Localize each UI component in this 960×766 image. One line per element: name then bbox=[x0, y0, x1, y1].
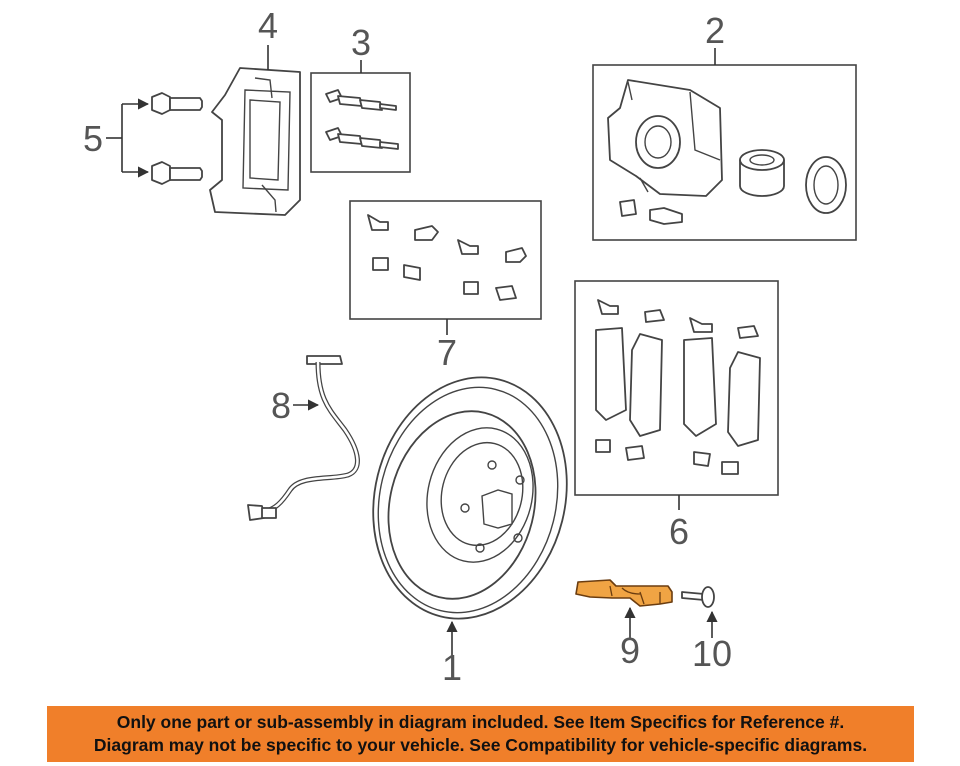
callout-1: 1 bbox=[442, 647, 462, 688]
disclaimer-line-2: Diagram may not be specific to your vehi… bbox=[93, 735, 868, 755]
brake-pads-box[interactable] bbox=[574, 280, 779, 496]
callout-3: 3 bbox=[351, 22, 371, 63]
callout-7: 7 bbox=[437, 332, 457, 373]
brake-rotor-part[interactable] bbox=[348, 357, 591, 640]
callout-2: 2 bbox=[705, 10, 725, 51]
callout-5: 5 bbox=[83, 118, 103, 159]
indicator-screw-part[interactable] bbox=[681, 586, 715, 608]
callout-9: 9 bbox=[620, 630, 640, 671]
callout-8: 8 bbox=[271, 385, 291, 426]
bleeder-screw-part bbox=[619, 199, 683, 225]
callout-6: 6 bbox=[669, 511, 689, 552]
caliper-piston-part bbox=[739, 149, 785, 197]
callout-10: 10 bbox=[692, 633, 732, 674]
callout-4: 4 bbox=[258, 5, 278, 46]
guide-pin-kit-box[interactable] bbox=[310, 72, 411, 173]
brake-pads-part bbox=[595, 299, 761, 475]
caliper-bracket-part[interactable] bbox=[209, 67, 301, 216]
wear-indicator-part-highlighted[interactable] bbox=[575, 579, 673, 607]
caliper-part bbox=[607, 79, 723, 197]
disclaimer-banner: Only one part or sub-assembly in diagram… bbox=[47, 706, 914, 762]
caliper-assembly-box[interactable] bbox=[592, 64, 857, 241]
wear-sensor-wire-part[interactable] bbox=[247, 355, 360, 521]
piston-seal-part bbox=[805, 156, 847, 214]
clip-hardware-part bbox=[367, 214, 527, 301]
clip-hardware-box[interactable] bbox=[349, 200, 542, 320]
disclaimer-line-1: Only one part or sub-assembly in diagram… bbox=[116, 712, 845, 732]
bracket-bolts-part[interactable] bbox=[151, 92, 203, 185]
guide-pins-part bbox=[325, 89, 399, 150]
